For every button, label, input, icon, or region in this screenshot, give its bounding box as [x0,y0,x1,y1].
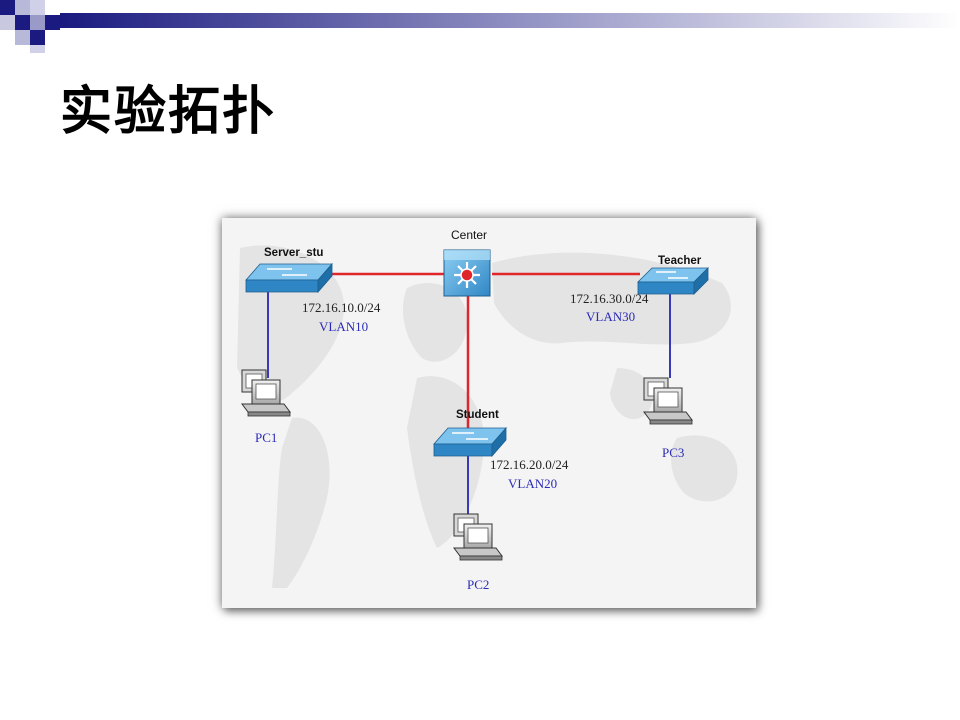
workstation-icon [643,377,693,425]
switch-icon [433,426,507,458]
pc-label: PC1 [255,430,277,445]
vlan-label: VLAN30 [586,309,635,324]
vlan-label: VLAN20 [508,476,557,491]
topology-diagram: Center Server_stu 172.16.10.0/24 VLAN10 [222,218,756,608]
core-switch-label: Center [451,228,487,242]
core-switch-center: Center [443,228,491,297]
pc-2: PC2 [453,513,503,592]
multilayer-switch-icon [443,249,491,297]
subnet-label: 172.16.20.0/24 [490,457,569,472]
pc-label: PC3 [662,445,684,460]
pc-3: PC3 [643,377,693,460]
switch-label: Teacher [658,255,702,267]
switch-student: Student 172.16.20.0/24 VLAN20 [433,409,569,491]
switch-label: Student [456,409,499,421]
workstation-icon [453,513,503,561]
pc-1: PC1 [241,369,291,445]
switch-server-stu: Server_stu 172.16.10.0/24 VLAN10 [245,247,381,334]
world-map-background [237,245,738,588]
switch-icon [637,267,709,295]
slide-header-decoration [0,0,960,53]
switch-icon [245,262,333,294]
pc-label: PC2 [467,577,489,592]
switch-teacher: Teacher 172.16.30.0/24 VLAN30 [570,255,709,324]
switch-label: Server_stu [264,247,323,259]
subnet-label: 172.16.10.0/24 [302,300,381,315]
subnet-label: 172.16.30.0/24 [570,291,649,306]
topology-canvas: Center Server_stu 172.16.10.0/24 VLAN10 [237,228,738,592]
vlan-label: VLAN10 [319,319,368,334]
slide-title: 实验拓扑 [60,81,277,142]
workstation-icon [241,369,291,417]
